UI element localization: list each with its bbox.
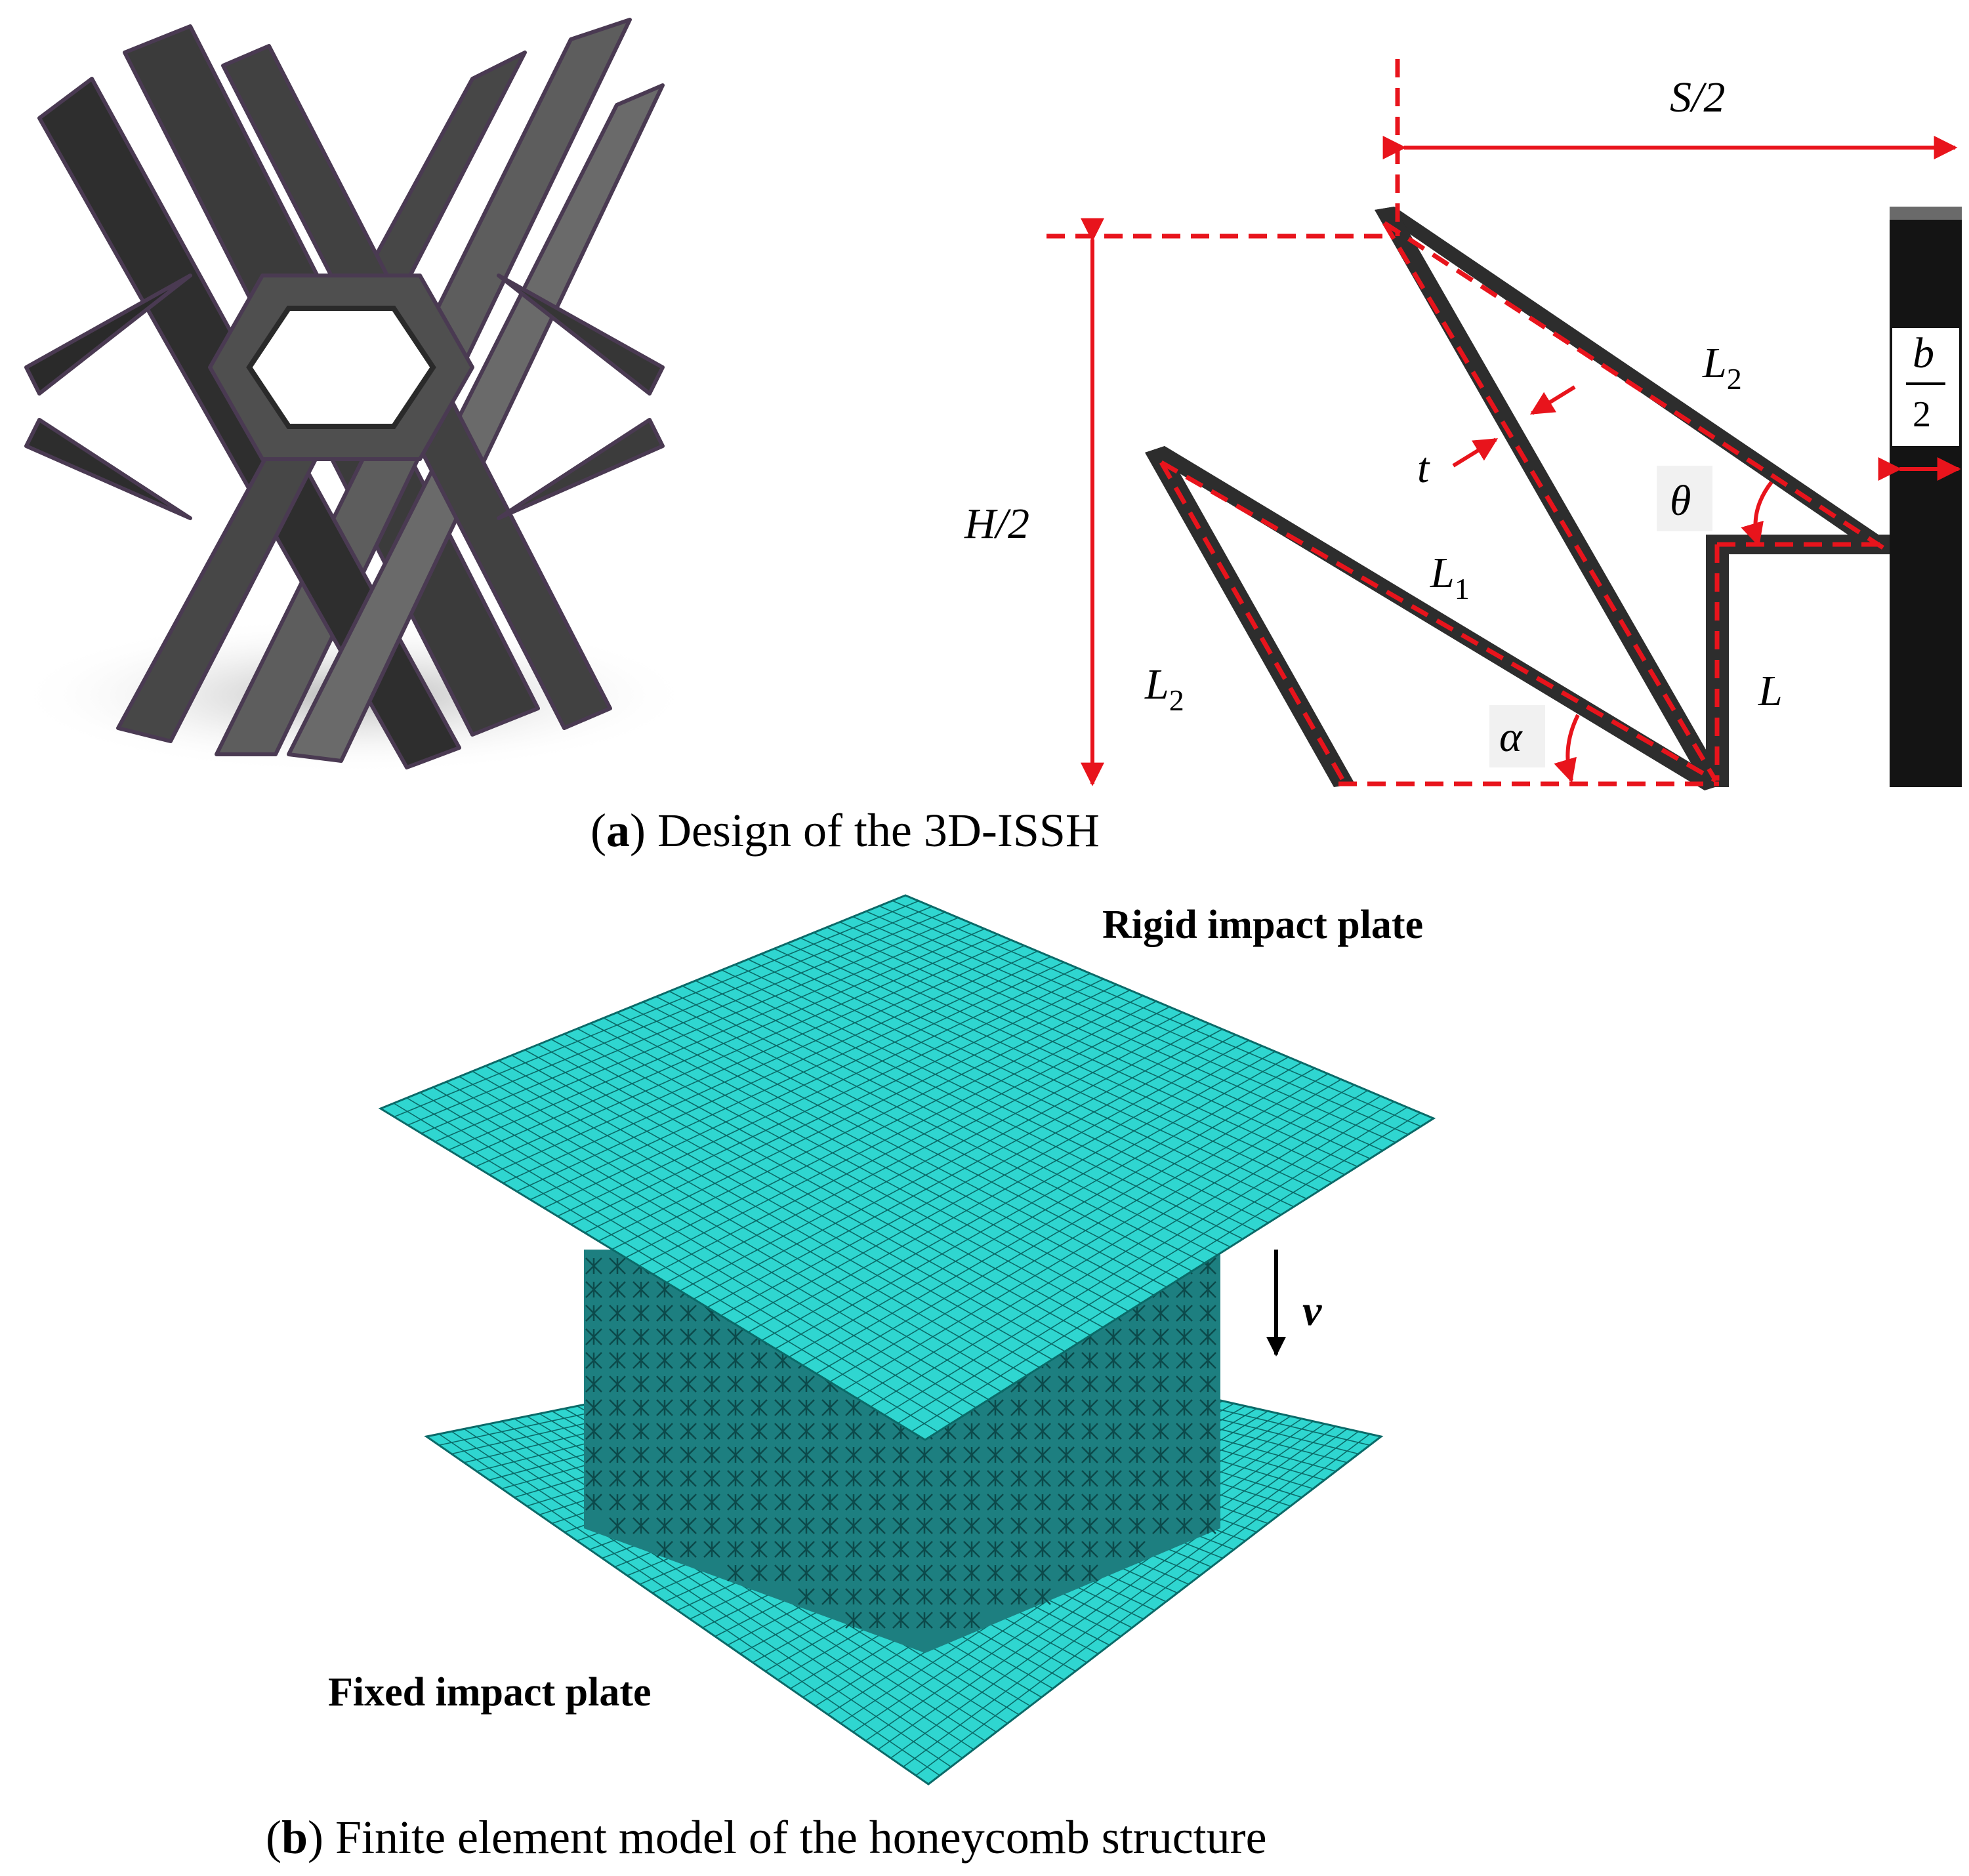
- struts: [1145, 207, 1962, 790]
- label-S-half: S/2: [1670, 73, 1725, 121]
- strut-L2-top: [1375, 207, 1893, 554]
- geometry-schematic: S/2 H/2 L2 L1 L2 L t θ α b 2: [964, 59, 1962, 790]
- velocity-label: v: [1302, 1287, 1322, 1335]
- dashed-lines: [1047, 59, 1890, 786]
- thickness-arrow-out: [1452, 438, 1499, 468]
- strut-triangle: [497, 418, 665, 520]
- label-b: b: [1913, 329, 1934, 377]
- theta-arc: [1741, 481, 1773, 547]
- alpha-box: [1489, 705, 1545, 767]
- label-theta: θ: [1670, 477, 1691, 525]
- label-L: L: [1758, 667, 1783, 715]
- alpha-arc: [1554, 714, 1580, 783]
- wall: [1890, 207, 1962, 787]
- b-half-box: [1892, 328, 1959, 446]
- rigid-plate-mesh: [393, 900, 1421, 1433]
- strut-triangle: [24, 418, 192, 520]
- strut-triangle: [497, 274, 665, 396]
- rigid-impact-plate: [378, 894, 1436, 1441]
- label-fixed-plate: Fixed impact plate: [328, 1670, 652, 1715]
- label-rigid-plate: Rigid impact plate: [1102, 903, 1423, 947]
- caption-a: (a) Design of the 3D-ISSH: [591, 804, 1100, 857]
- strut-bar: [287, 83, 665, 763]
- label-H-half: H/2: [964, 500, 1029, 548]
- label-b-den: 2: [1913, 394, 1931, 435]
- strut-triangle: [24, 274, 192, 396]
- wall-top: [1890, 207, 1962, 220]
- label-L2-top: L2: [1702, 339, 1742, 396]
- theta-box: [1657, 466, 1712, 531]
- caption-b: (b) Finite element model of the honeycom…: [266, 1811, 1267, 1864]
- hexagonal-opening: [246, 306, 436, 429]
- unit-cell-3d-render: [13, 18, 695, 774]
- strut-L1: [1145, 446, 1726, 790]
- thickness-arrow-in: [1529, 385, 1576, 415]
- label-L2-left: L2: [1144, 661, 1184, 717]
- label-t: t: [1417, 444, 1430, 492]
- fe-model: v Rigid impact plate Fixed impact plate: [328, 894, 1436, 1785]
- label-L1: L1: [1430, 549, 1470, 605]
- label-alpha: α: [1499, 713, 1523, 761]
